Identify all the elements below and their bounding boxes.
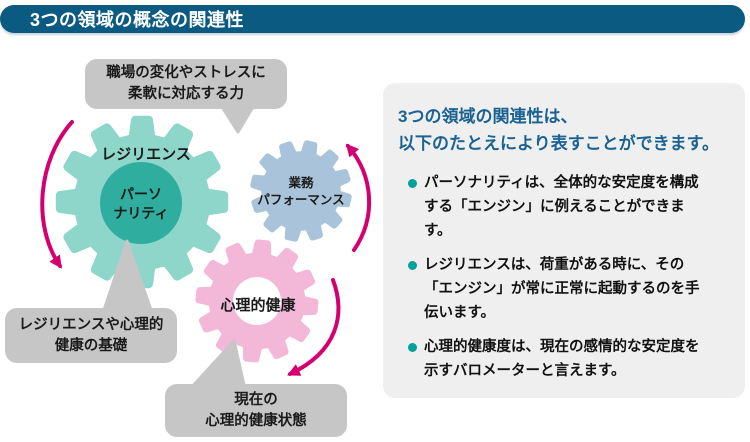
gear-label-line: 業務: [288, 176, 314, 190]
callout-current-mental-state: 現在の 心理的健康状態: [165, 384, 347, 437]
callout-tail: [220, 105, 255, 134]
gear-label-line: パーソ: [120, 186, 162, 202]
panel-title: 3つの領域の関連性は、 以下のたとえにより表すことができます。: [398, 103, 731, 157]
bullet-item: 心理的健康度は、現在の感情的な安定度を示すバロメーターと言えます。: [398, 335, 731, 383]
page-title: 3つの領域の概念の関連性: [30, 10, 245, 30]
callout-line: 心理的健康状態: [205, 412, 307, 429]
callout-line: 健康の基礎: [54, 337, 128, 354]
gear-label-performance: 業務 パフォーマンス: [236, 175, 366, 209]
gear-label-line: ナリティ: [113, 205, 169, 221]
gear-hole: [233, 277, 281, 325]
gear-label-line: パフォーマンス: [257, 193, 345, 207]
gear-label-mental-health: 心理的健康: [220, 297, 296, 314]
panel-title-line: 3つの領域の関連性は、: [398, 107, 578, 126]
bullet-dot-icon: [408, 343, 417, 352]
page-title-bar: 3つの領域の概念の関連性: [0, 5, 745, 33]
arrow-up-right: [345, 143, 372, 252]
bullet-item: レジリエンスは、荷重がある時に、その「エンジン」が常に正常に起動するのを手伝いま…: [398, 253, 731, 325]
callout-line: レジリエンスや心理的: [18, 316, 164, 333]
callout-resilience-foundation: レジリエンスや心理的 健康の基礎: [5, 308, 177, 363]
arrow-counterclockwise-left: [40, 120, 74, 269]
callout-line: 柔軟に対応する力: [128, 86, 244, 102]
explanation-panel: 3つの領域の関連性は、 以下のたとえにより表すことができます。 パーソナリティは…: [383, 83, 745, 398]
callout-workplace-adaptability: 職場の変化やストレスに 柔軟に対応する力: [85, 59, 287, 109]
bullet-dot-icon: [408, 179, 417, 188]
callout-tail: [188, 339, 247, 391]
bullet-text: レジリエンスは、荷重がある時に、その「エンジン」が常に正常に起動するのを手伝いま…: [424, 257, 700, 321]
callout-line: 職場の変化やストレスに: [106, 65, 266, 81]
callout-line: 現在の: [234, 391, 278, 408]
panel-title-line: 以下のたとえにより表すことができます。: [398, 134, 719, 153]
bullet-dot-icon: [408, 261, 417, 270]
gear-label-personality: パーソ ナリティ: [81, 185, 201, 223]
arrow-down-right: [287, 278, 341, 376]
bullet-item: パーソナリティは、全体的な安定度を構成する「エンジン」に例えることができます。: [398, 171, 731, 243]
gear-performance: [250, 140, 352, 242]
bullet-list: パーソナリティは、全体的な安定度を構成する「エンジン」に例えることができます。 …: [398, 171, 731, 383]
gear-core-personality: [100, 162, 182, 244]
bullet-text: 心理的健康度は、現在の感情的な安定度を示すバロメーターと言えます。: [424, 339, 700, 379]
gear-label-resilience: レジリエンス: [101, 146, 191, 163]
bullet-text: パーソナリティは、全体的な安定度を構成する「エンジン」に例えることができます。: [424, 175, 699, 239]
